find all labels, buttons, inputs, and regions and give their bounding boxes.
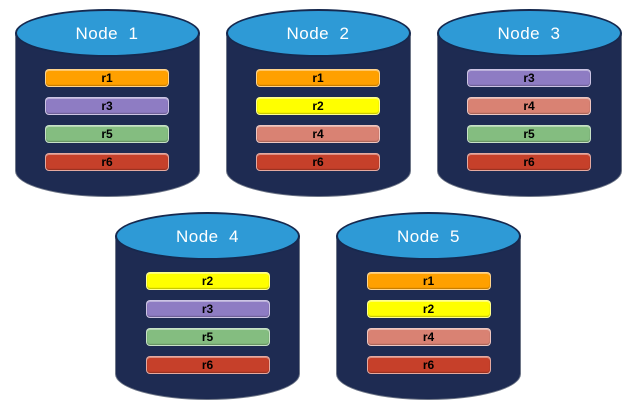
node-2-cylinder: Node 2 r1 r2 r4 r6 [225,9,411,197]
cylinder-top: Node 1 [14,9,200,57]
node-5-cylinder: Node 5 r1 r2 r4 r6 [336,212,521,400]
replica-bar: r2 [145,272,270,290]
replica-bar: r4 [467,97,591,115]
replica-bar: r1 [45,69,169,87]
cylinder-top: Node 4 [115,212,300,260]
node-title: Node 4 [175,227,240,246]
replica-bar: r2 [366,300,491,318]
replica-bars: r1 r3 r5 r6 [15,69,200,171]
replica-bars: r1 r2 r4 r6 [226,69,411,171]
node-title: Node 5 [396,227,461,246]
node-title: Node 2 [286,24,350,43]
replica-bar: r1 [256,69,380,87]
replica-bar: r6 [45,153,169,171]
node-row-bottom: Node 4 r2 r3 r5 r6 Node 5 r1 r2 r4 r6 [0,212,636,400]
replica-bars: r2 r3 r5 r6 [115,272,300,374]
cylinder-top: Node 2 [225,9,411,57]
replica-bar: r6 [366,356,491,374]
replica-bar: r6 [145,356,270,374]
replica-bar: r6 [467,153,591,171]
node-title: Node 1 [75,24,139,43]
cylinder-top: Node 3 [436,9,622,57]
replica-bar: r5 [145,328,270,346]
replica-bars: r1 r2 r4 r6 [336,272,521,374]
node-1-cylinder: Node 1 r1 r3 r5 r6 [14,9,200,197]
replica-bar: r3 [467,69,591,87]
node-title: Node 3 [497,24,561,43]
replica-bars: r3 r4 r5 r6 [437,69,622,171]
replica-bar: r3 [145,300,270,318]
replica-bar: r3 [45,97,169,115]
replica-bar: r4 [256,125,380,143]
node-3-cylinder: Node 3 r3 r4 r5 r6 [436,9,622,197]
replica-bar: r2 [256,97,380,115]
replica-bar: r5 [467,125,591,143]
replica-bar: r1 [366,272,491,290]
replica-bar: r5 [45,125,169,143]
cylinder-top: Node 5 [336,212,521,260]
replica-bar: r6 [256,153,380,171]
node-4-cylinder: Node 4 r2 r3 r5 r6 [115,212,300,400]
replica-bar: r4 [366,328,491,346]
node-row-top: Node 1 r1 r3 r5 r6 Node 2 r1 r2 r4 r6 [0,0,636,197]
